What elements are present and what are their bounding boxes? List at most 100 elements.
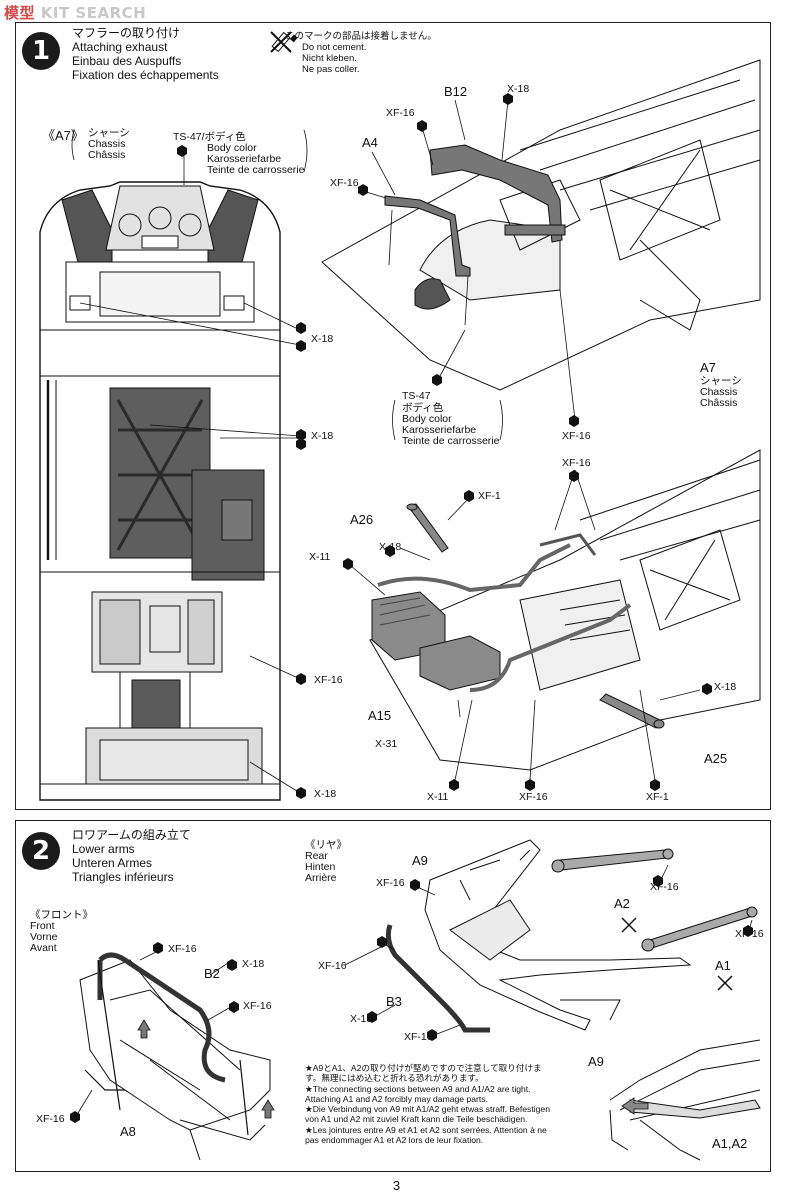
front-en: Front [30, 920, 55, 932]
step-1-title-jp: マフラーの取り付け [72, 26, 181, 40]
paint-en: Body color [207, 142, 257, 154]
step-2-panel [15, 820, 771, 1172]
paint-jp: ボディ色 [204, 131, 246, 143]
label-x18-front: X-18 [242, 958, 265, 970]
label-a26: A26 [350, 512, 374, 527]
label-a15: A15 [368, 708, 392, 723]
paint-callout-top: TS-47/ボディ色 [173, 131, 246, 143]
label-xf1-bottom: XF-1 [646, 791, 669, 803]
step-2-title-en: Lower arms [72, 842, 135, 856]
rear-fr: Arrière [305, 872, 337, 884]
front-de: Vorne [30, 931, 58, 943]
label-a8: A8 [120, 1124, 136, 1139]
label-a9-rear: A9 [412, 853, 428, 868]
chassis-tag-a7: 《A7》 [42, 128, 84, 143]
label-a1: A1 [715, 958, 731, 973]
page-number: 3 [392, 1178, 401, 1193]
label-xf16-front-2: XF-16 [243, 1000, 272, 1012]
note-jp: ★A9とA1、A2の取り付けが堅めですので注意して取り付けます。無理にはめ込むと… [305, 1063, 542, 1084]
rear-de: Hinten [305, 861, 336, 873]
paint-fr-2: Teinte de carrosserie [402, 435, 500, 447]
note-en: ★The connecting sections between A9 and … [305, 1083, 531, 1104]
rear-en: Rear [305, 850, 328, 862]
label-xf16-rear-5: XF-16 [735, 928, 764, 940]
step-1-title-fr: Fixation des échappements [72, 68, 219, 82]
step-1-title: マフラーの取り付け Attaching exhaust Einbau des A… [72, 26, 219, 82]
paint-de-2: Karosseriefarbe [402, 424, 477, 436]
label-b2: B2 [204, 966, 220, 981]
step-2-title-fr: Triangles inférieurs [72, 870, 174, 884]
label-x31: X-31 [375, 738, 398, 750]
step-2-title-de: Unteren Armes [72, 856, 153, 870]
chassis-fr: Châssis [88, 149, 126, 161]
paint-callout-mid: ボディ色 Body color Karosseriefarbe Teinte d… [402, 403, 499, 447]
label-xf16-rear-3: XF-16 [404, 1031, 433, 1043]
chassis-en: Chassis [88, 138, 126, 150]
paint-fr: Teinte de carrosserie [207, 164, 305, 176]
chassis-label-right: シャーシ Chassis Châssis [700, 376, 742, 409]
label-xf16-bottom: XF-16 [519, 791, 548, 803]
label-xf16-front-3: XF-16 [36, 1113, 65, 1125]
label-xf16-rear-1: XF-16 [376, 877, 405, 889]
rear-jp: 《リヤ》 [305, 839, 347, 851]
chassis-jp: シャーシ [88, 127, 130, 139]
step-1-number: 1 [22, 32, 60, 70]
note-fr: ★Les jointures entre A9 et A1 et A2 sont… [305, 1124, 547, 1146]
label-a25: A25 [704, 751, 728, 766]
chassis-label-left: シャーシ Chassis Châssis [88, 128, 130, 161]
watermark-text: KIT SEARCH [40, 4, 147, 22]
label-x11-bottom: X-11 [427, 791, 449, 803]
label-x18-1: X-18 [311, 333, 334, 345]
label-x18-lower: X-18 [379, 541, 402, 553]
no-cement-en: Do not cement. [302, 42, 367, 53]
front-fr: Avant [30, 942, 57, 954]
step-1-title-en: Attaching exhaust [72, 40, 168, 54]
label-a9-detail: A9 [588, 1054, 604, 1069]
rear-label: 《リヤ》 Rear Hinten Arrière [305, 840, 347, 884]
front-label: 《フロント》 Front Vorne Avant [30, 910, 93, 954]
label-xf16-upper-1: XF-16 [386, 107, 415, 119]
paint-en-2: Body color [402, 413, 452, 425]
label-xf16-lower: XF-16 [562, 457, 591, 469]
label-x18-right: X-18 [714, 681, 737, 693]
label-a4: A4 [362, 135, 378, 150]
no-cement-de: Nicht kleben. [302, 53, 357, 64]
step-1-panel [15, 22, 771, 810]
front-jp: 《フロント》 [30, 909, 93, 921]
paint-de: Karosseriefarbe [207, 153, 282, 165]
label-xf16-rear-2: XF-16 [318, 960, 347, 972]
chassis-fr-right: Châssis [700, 397, 738, 409]
no-cement-fr: Ne pas coller. [302, 64, 360, 75]
paint-callout-top-lang: Body color Karosseriefarbe Teinte de car… [207, 143, 304, 176]
chassis-jp-right: シャーシ [700, 375, 742, 387]
label-xf1-top: XF-1 [478, 490, 501, 502]
label-x18-2: X-18 [311, 430, 334, 442]
label-x18-rear: X-18 [350, 1013, 373, 1025]
step-1-title-de: Einbau des Auspuffs [72, 54, 182, 68]
no-cement-jp: このマークの部品は接着しません。 [285, 31, 437, 42]
label-b12: B12 [444, 84, 468, 99]
site-watermark: 模型 KIT SEARCH [0, 0, 184, 26]
paint-code-2: TS-47 [402, 390, 431, 402]
label-xf16-mid: XF-16 [562, 430, 591, 442]
label-a7: A7 [700, 360, 716, 375]
assembly-note: ★A9とA1、A2の取り付けが堅めですので注意して取り付けます。無理にはめ込むと… [305, 1063, 555, 1145]
label-xf16-front-1: XF-16 [168, 943, 197, 955]
label-xf16-left: XF-16 [314, 674, 343, 686]
paint-jp-2: ボディ色 [402, 402, 444, 414]
chassis-en-right: Chassis [700, 386, 738, 398]
label-a1-a2: A1,A2 [712, 1136, 748, 1151]
label-xf16-rear-4: XF-16 [650, 881, 679, 893]
label-x11-top: X-11 [309, 551, 331, 563]
paint-code: TS-47 [173, 131, 202, 143]
step-2-title: ロワアームの組み立て Lower arms Unteren Armes Tria… [72, 828, 191, 884]
watermark-char-1: 模 [4, 4, 20, 22]
watermark-char-2: 型 [19, 4, 36, 22]
label-x18-3: X-18 [314, 788, 337, 800]
label-a2: A2 [614, 896, 630, 911]
label-xf16-upper-2: XF-16 [330, 177, 359, 189]
label-b3: B3 [386, 994, 402, 1009]
step-2-number: 2 [22, 832, 60, 870]
note-de: ★Die Verbindung von A9 mit A1/A2 geht et… [305, 1104, 550, 1125]
label-x18-upper: X-18 [507, 83, 530, 95]
